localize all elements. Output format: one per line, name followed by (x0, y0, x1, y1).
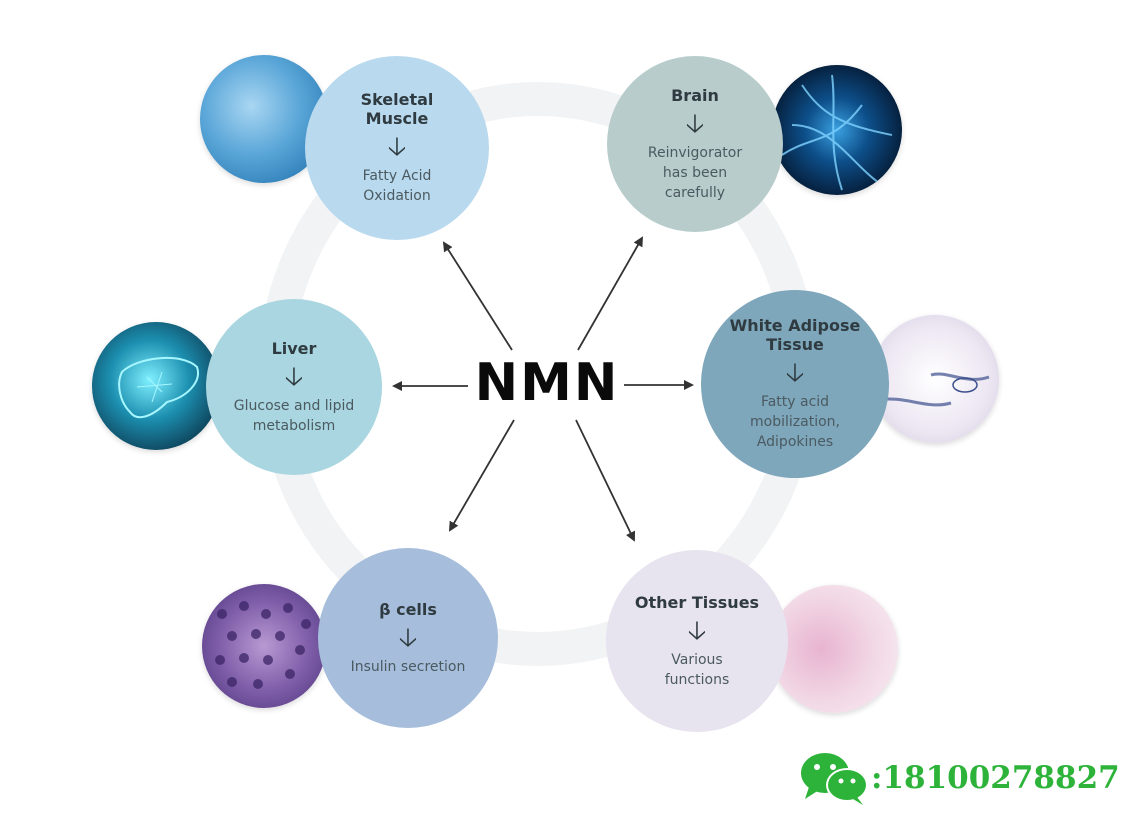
node-description: Fatty acid mobilization, Adipokines (750, 394, 840, 450)
node-other-tissues: Other Tissues 🡣 Various functions (606, 550, 788, 732)
nmn-center-label: NMN (474, 353, 620, 413)
node-title: Other Tissues (634, 592, 760, 612)
brain-neurons-image (772, 65, 902, 195)
cell-dots-icon (215, 601, 311, 689)
contact-watermark: :18100278827 (795, 748, 1120, 808)
node-title: β cells (379, 599, 437, 619)
node-liver: Liver 🡣 Glucose and lipid metabolism (206, 299, 382, 475)
neuron-lines-icon (781, 74, 893, 191)
node-description: Insulin secretion (350, 658, 466, 675)
node-title: Skeletal Muscle (360, 90, 434, 128)
arrow-down-icon: 🡣 (687, 615, 707, 646)
contact-number: :18100278827 (871, 760, 1120, 796)
adipose-tissue-image (871, 315, 999, 443)
node-skeletal-muscle: Skeletal Muscle 🡣 Fatty Acid Oxidation (305, 56, 489, 240)
arrow-down-icon: 🡣 (398, 622, 418, 653)
arrow-down-icon: 🡣 (685, 108, 705, 139)
arrow-to-brain (577, 236, 643, 351)
node-white-adipose-tissue: White Adipose Tissue 🡣 Fatty acid mobili… (701, 290, 889, 478)
node-description: Fatty Acid Oxidation (362, 168, 432, 204)
node-title: Liver (271, 338, 317, 358)
other-tissues-image (770, 585, 898, 713)
node-beta-cells: β cells 🡣 Insulin secretion (318, 548, 498, 728)
arrow-down-icon: 🡣 (284, 361, 304, 392)
liver-outline-icon (118, 356, 199, 419)
node-title: Brain (671, 85, 719, 105)
beta-cells-image (202, 584, 326, 708)
node-title: White Adipose Tissue (729, 316, 861, 354)
node-description: Reinvigorator has been carefully (647, 144, 743, 201)
arrow-down-icon: 🡣 (387, 132, 407, 162)
adipose-lines-icon (875, 372, 990, 407)
wechat-icon (795, 749, 873, 807)
node-description: Various functions (664, 651, 730, 688)
node-description: Glucose and lipid metabolism (233, 397, 355, 434)
arrow-down-icon: 🡣 (785, 358, 805, 388)
node-brain: Brain 🡣 Reinvigorator has been carefully (607, 56, 783, 232)
arrow-to-skeletal-muscle (442, 241, 513, 351)
liver-image (92, 322, 220, 450)
arrow-to-other-tissues (575, 419, 636, 542)
arrow-to-beta-cells (448, 419, 515, 532)
